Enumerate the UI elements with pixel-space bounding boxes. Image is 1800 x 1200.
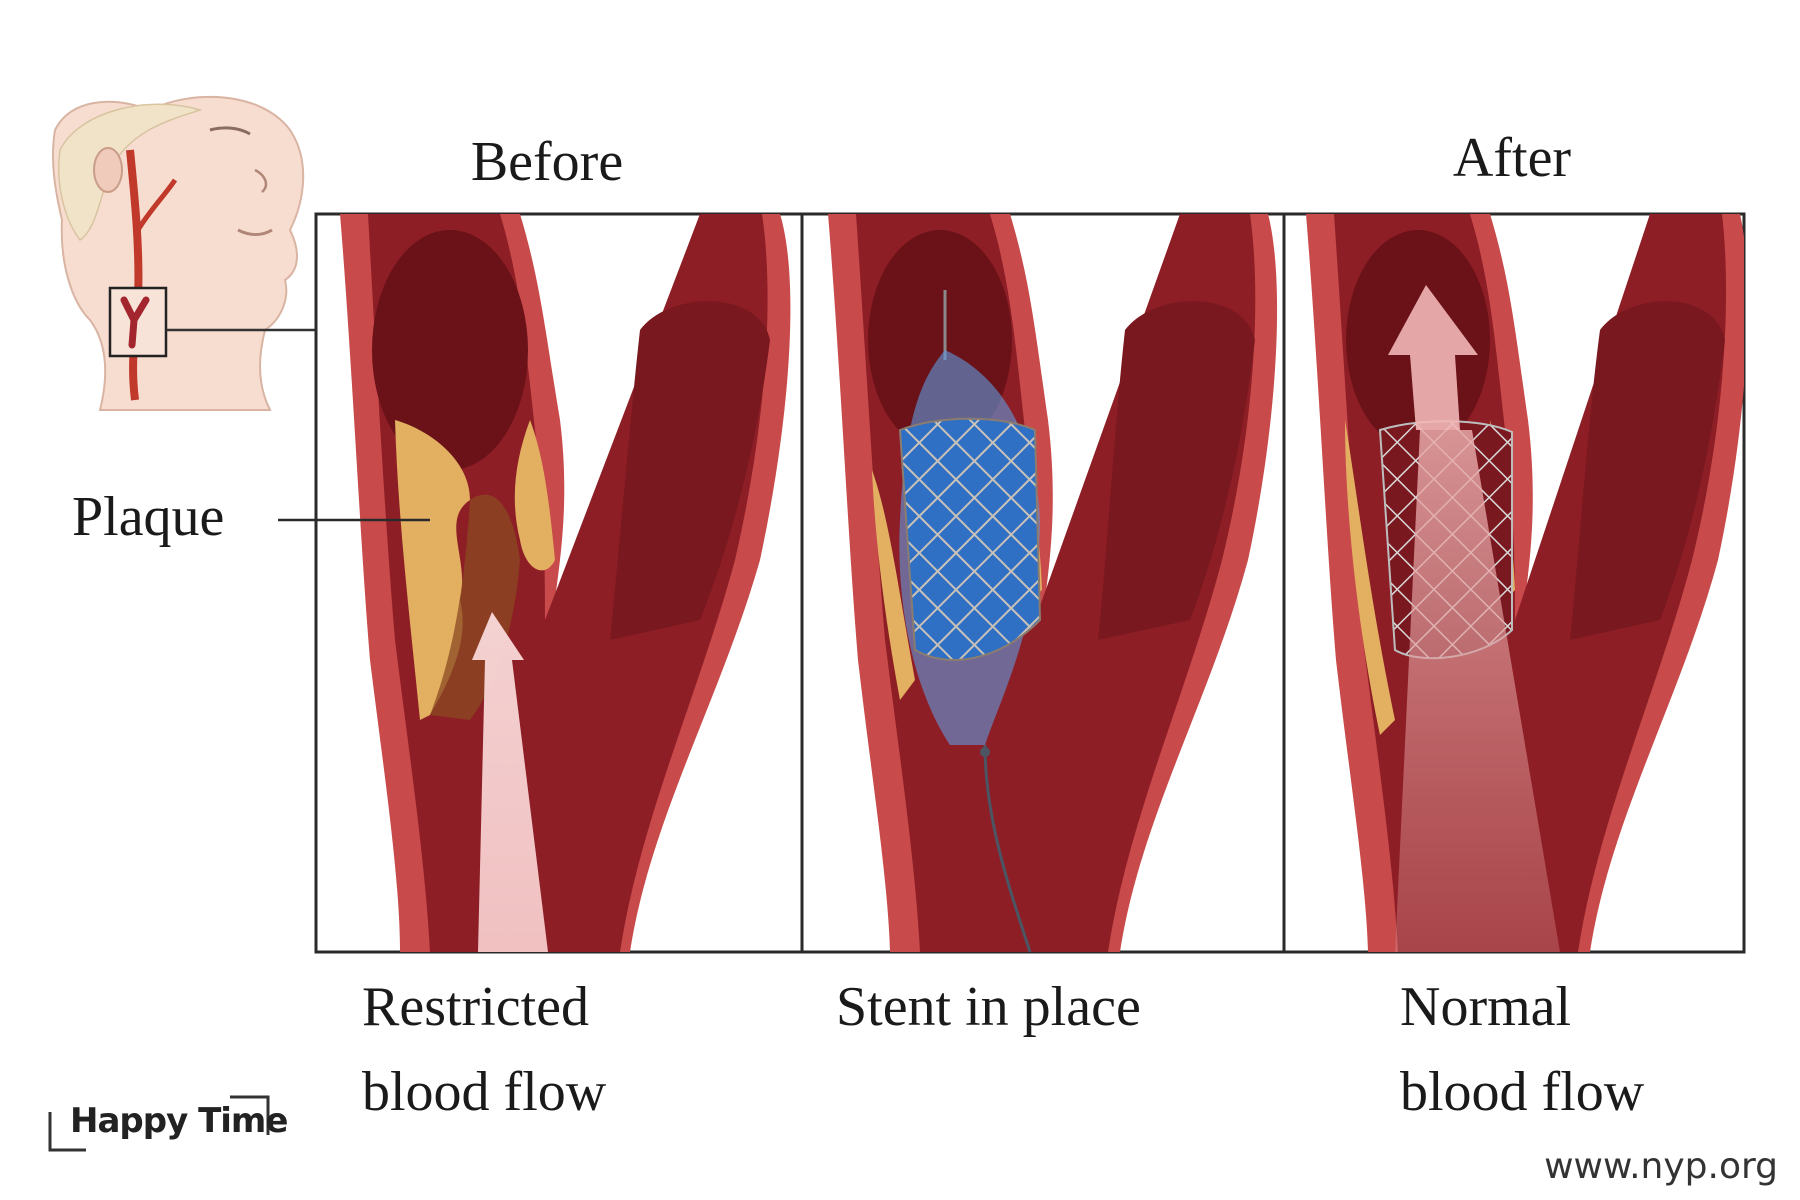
vessel-branch-opening — [1570, 301, 1725, 640]
source-url: www.nyp.org — [1544, 1146, 1778, 1187]
vessel-branch-opening — [610, 301, 770, 640]
head-illustration — [51, 95, 316, 411]
brand-watermark: Happy Time — [48, 1095, 288, 1152]
restricted-flow-arrow — [472, 612, 548, 952]
caption-stent: Stent in place — [836, 976, 1141, 1038]
stent-mesh — [898, 417, 1042, 661]
catheter-tip — [980, 747, 990, 757]
plaque-compressed — [1345, 420, 1395, 735]
label-plaque: Plaque — [72, 486, 224, 548]
caption-normal-line1: Normal — [1400, 976, 1571, 1038]
vessel-opening — [372, 230, 528, 470]
vessel-branch-opening — [1098, 301, 1255, 640]
plaque-compressed — [872, 470, 915, 700]
bracket-bottom-left — [48, 1112, 86, 1152]
panel-stent — [828, 214, 1278, 952]
caption-restricted-line2: blood flow — [362, 1061, 607, 1123]
caption-normal-line2: blood flow — [1400, 1061, 1645, 1123]
bracket-top-right — [230, 1095, 270, 1135]
plaque-right — [514, 420, 555, 571]
panel-before — [340, 214, 791, 952]
brand-text: Happy Time — [70, 1101, 287, 1141]
catheter — [983, 744, 1032, 952]
normal-flow-arrow — [1388, 285, 1478, 430]
caption-restricted-line1: Restricted — [362, 976, 589, 1038]
normal-flow-band — [1395, 430, 1560, 952]
heading-after: After — [1453, 127, 1572, 189]
panel-after — [1306, 214, 1744, 952]
heading-before: Before — [471, 131, 623, 193]
